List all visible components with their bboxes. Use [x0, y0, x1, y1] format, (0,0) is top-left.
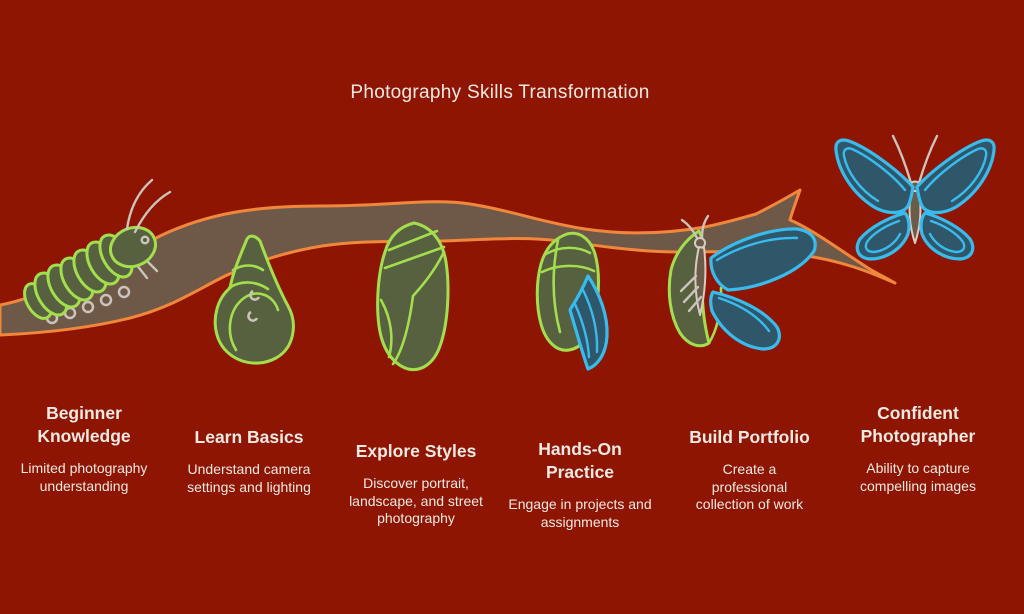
- caterpillar-antennae: [125, 178, 172, 234]
- stage-description: Create a professional collection of work: [695, 461, 804, 512]
- stage-description: Engage in projects and assignments: [508, 496, 652, 530]
- stage-label-build-portfolio: Build Portfolio Create a professional co…: [662, 426, 837, 514]
- butterfly-left-wings: [834, 138, 915, 261]
- stage-label-beginner-knowledge: Beginner Knowledge Limited photography u…: [0, 402, 168, 495]
- chrysalis-icon: [376, 221, 450, 372]
- stage-title: Hands-On Practice: [538, 439, 622, 482]
- butterfly-antennae: [891, 134, 939, 185]
- butterfly-icon: [834, 134, 996, 261]
- stage-label-confident-photographer: Confident Photographer Ability to captur…: [828, 402, 1008, 495]
- stage-title: Explore Styles: [355, 441, 477, 461]
- caterpillar-eye: [140, 235, 150, 245]
- stage-description: Discover portrait, landscape, and street…: [349, 475, 483, 526]
- stage-title: Build Portfolio: [689, 427, 810, 447]
- stage-title: Beginner Knowledge: [37, 403, 131, 446]
- opening-chrysalis-icon: [535, 231, 609, 371]
- stage-description: Understand camera settings and lighting: [187, 461, 311, 495]
- stage-title: Learn Basics: [194, 427, 304, 447]
- stage-title: Confident Photographer: [860, 403, 976, 446]
- stage-label-learn-basics: Learn Basics Understand camera settings …: [163, 426, 335, 496]
- curled-caterpillar-icon: [213, 234, 295, 365]
- caterpillar-icon: [23, 178, 172, 325]
- emerging-butterfly-icon: [667, 214, 817, 351]
- stage-label-explore-styles: Explore Styles Discover portrait, landsc…: [330, 440, 502, 528]
- stage-description: Limited photography understanding: [20, 460, 148, 494]
- infographic-title: Photography Skills Transformation: [350, 82, 650, 103]
- stage-description: Ability to capture compelling images: [860, 460, 976, 494]
- stage-label-hands-on-practice: Hands-On Practice Engage in projects and…: [494, 438, 666, 531]
- branch: [0, 188, 897, 337]
